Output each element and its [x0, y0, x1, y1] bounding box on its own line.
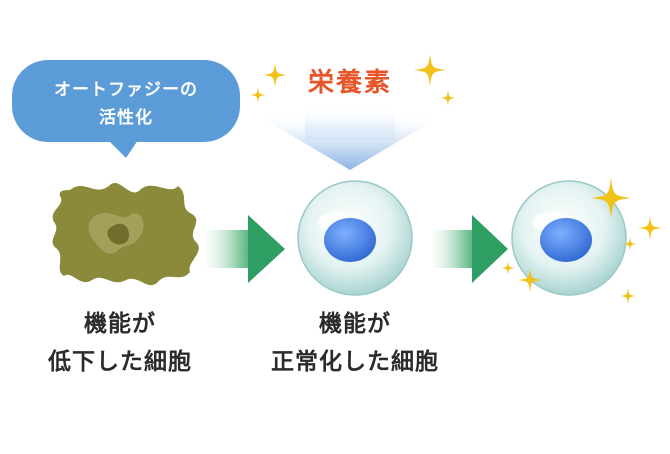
- nutrient-label: 栄養素: [307, 68, 392, 98]
- down-arrow-icon: [262, 110, 438, 170]
- bubble-text-line1: オートファジーの: [54, 80, 198, 100]
- damaged-cell: [52, 182, 199, 286]
- caption-damaged-line2: 低下した細胞: [48, 349, 192, 375]
- caption-damaged-line1: 機能が: [84, 311, 156, 337]
- speech-bubble: [12, 60, 240, 158]
- restored-cell: [511, 180, 627, 296]
- right-arrow-icon: [206, 215, 285, 283]
- right-arrow-icon: [432, 215, 508, 283]
- bubble-text-line2: 活性化: [99, 108, 153, 128]
- caption-restored-line1: 機能が: [319, 311, 391, 337]
- caption-restored-line2: 正常化した細胞: [271, 349, 439, 375]
- healthy-cell: [297, 180, 413, 296]
